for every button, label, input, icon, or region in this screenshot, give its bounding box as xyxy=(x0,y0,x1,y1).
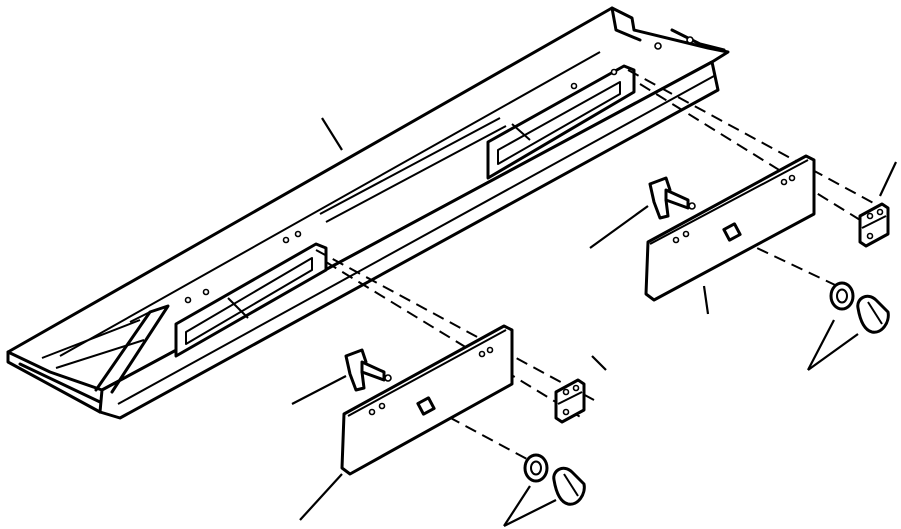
washer-left xyxy=(523,453,549,483)
hinge-left xyxy=(554,378,586,424)
washer-right xyxy=(829,281,855,311)
leader-lines xyxy=(291,117,897,527)
cover-plate-left xyxy=(340,324,514,476)
bumper-frame-icon xyxy=(6,6,730,420)
cover-plate-right xyxy=(644,154,816,302)
knob-left xyxy=(552,466,586,506)
latch-left xyxy=(344,348,392,392)
latch-right xyxy=(648,176,696,220)
knob-right xyxy=(856,294,890,334)
hinge-right xyxy=(858,202,890,248)
